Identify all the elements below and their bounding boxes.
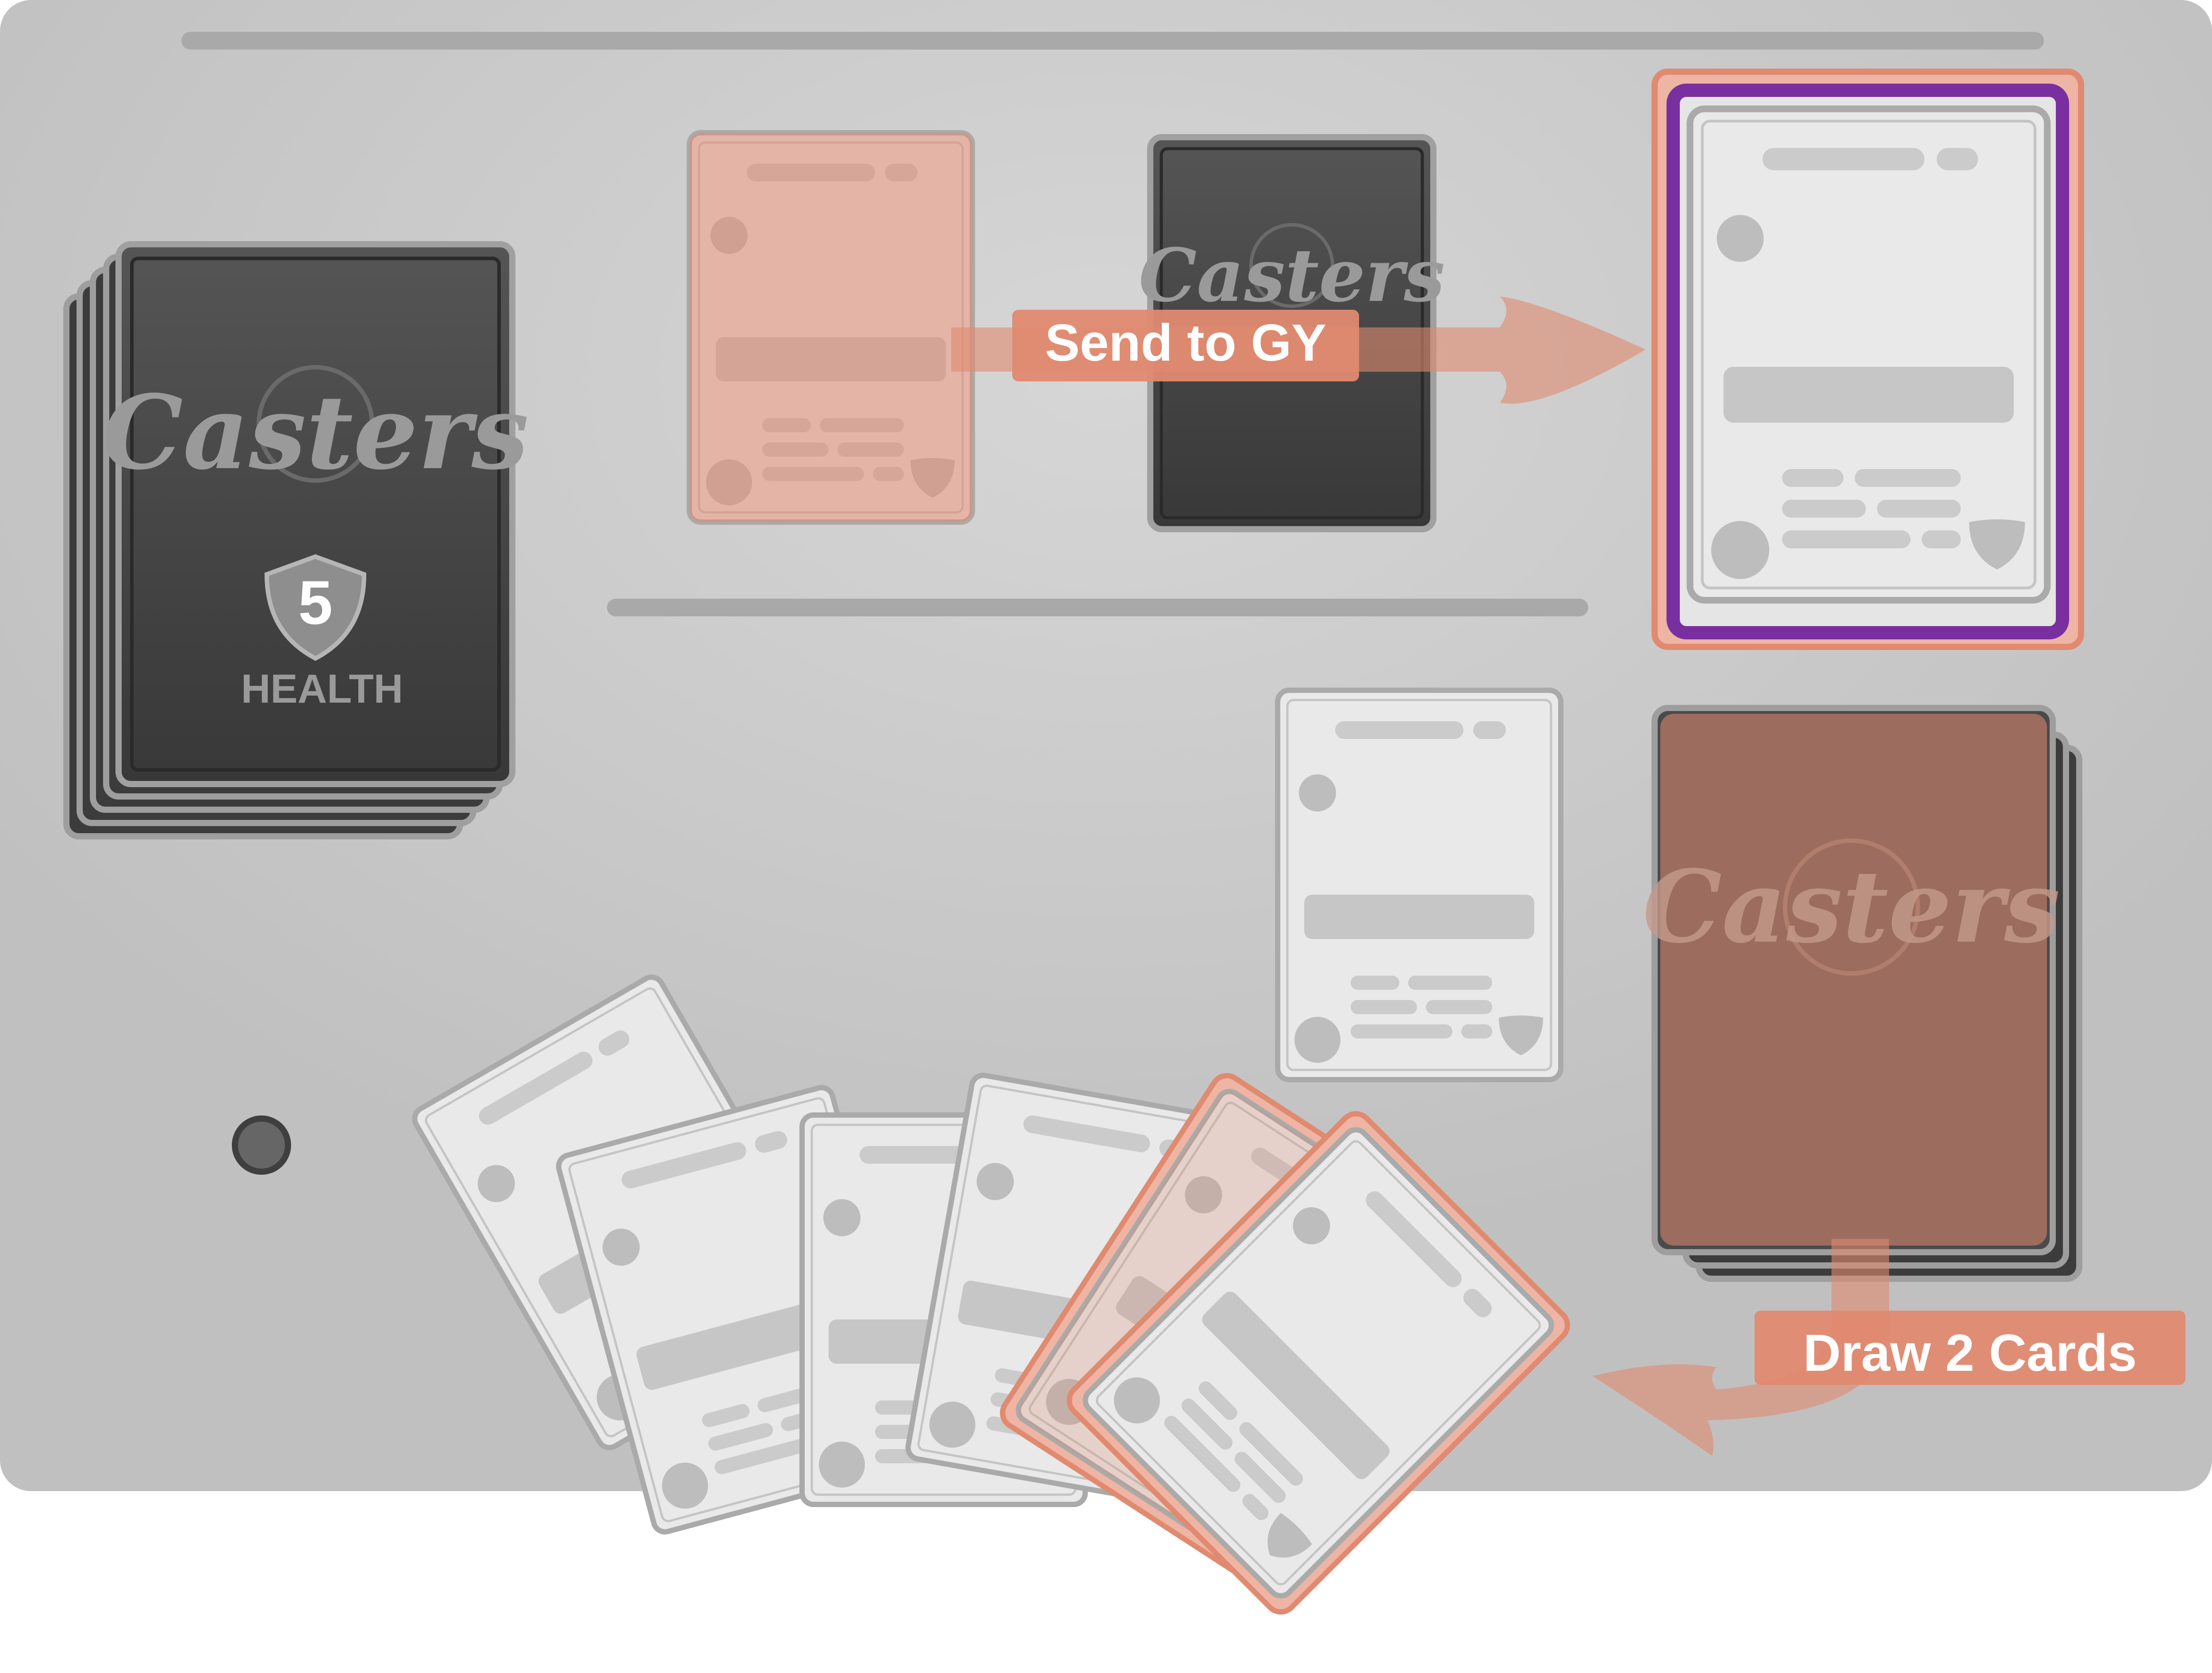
face-down-card[interactable]: Casters: [1139, 134, 1445, 532]
hand-card-highlighted[interactable]: [1063, 1108, 1574, 1618]
sent-card[interactable]: [689, 133, 972, 522]
deck-brand-text: Casters: [102, 373, 529, 492]
draw-arrow-icon: [1593, 1239, 1889, 1456]
field-card[interactable]: [1278, 690, 1561, 1080]
draw-label-bg: [1755, 1311, 2185, 1385]
center-card-brand: Casters: [1139, 232, 1445, 318]
graveyard-slot[interactable]: [1651, 69, 2084, 650]
draw-deck[interactable]: Casters: [1643, 705, 2082, 1282]
brand-ring: [257, 365, 374, 483]
health-label: HEALTH: [241, 666, 403, 712]
counter-token[interactable]: [232, 1115, 291, 1175]
top-divider: [181, 32, 2044, 50]
player-deck[interactable]: Casters 5 HEALTH: [63, 241, 529, 839]
hand: [411, 973, 1574, 1618]
shield-icon: [264, 554, 367, 661]
send-to-gy-label: Send to GY: [1045, 314, 1326, 372]
health-value: 5: [298, 568, 333, 637]
mid-divider: [607, 599, 1588, 616]
draw-deck-brand: Casters: [1643, 849, 2060, 965]
draw-label: Draw 2 Cards: [1803, 1324, 2137, 1382]
send-to-gy-label-bg: [1012, 310, 1359, 381]
